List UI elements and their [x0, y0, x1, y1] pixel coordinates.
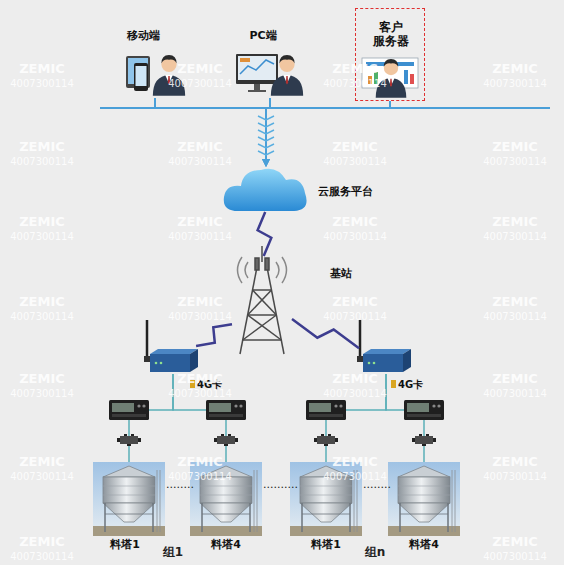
- pc-terminal: PC端: [232, 50, 308, 98]
- node-label: 料塔1: [105, 538, 145, 552]
- cloud-platform: 云服务平台: [224, 166, 308, 212]
- node-label: 料塔1: [306, 538, 346, 552]
- watermark-text: ZEMIC: [160, 140, 240, 154]
- wireless-link: [292, 319, 359, 348]
- junction-box: [117, 434, 141, 446]
- watermark-text: 4007300114: [2, 470, 82, 484]
- watermark-text: 4007300114: [2, 77, 82, 91]
- cloud-shape: [224, 169, 307, 211]
- watermark-text: ZEMIC: [315, 455, 395, 469]
- watermark-text: ZEMIC: [475, 295, 555, 309]
- watermark-text: ZEMIC: [2, 535, 82, 549]
- dtu-router: 4G卡: [359, 346, 413, 374]
- watermark-text: 4007300114: [315, 155, 395, 169]
- wireless-link: [196, 324, 232, 346]
- weighing-indicator: [206, 400, 246, 420]
- watermark-text: ZEMIC: [160, 455, 240, 469]
- watermark-text: ZEMIC: [315, 295, 395, 309]
- watermark-text: 4007300114: [2, 310, 82, 324]
- watermark-text: 4007300114: [160, 77, 240, 91]
- node-label: 4G卡: [398, 378, 432, 392]
- watermark-text: ZEMIC: [475, 62, 555, 76]
- watermark-text: 4007300114: [475, 310, 555, 324]
- node-label: 基站: [330, 267, 370, 281]
- node-label: 客户 服务器: [369, 20, 413, 48]
- watermark-text: ZEMIC: [2, 140, 82, 154]
- watermark-text: ZEMIC: [160, 62, 240, 76]
- node-label: 移动端: [113, 29, 173, 43]
- silo-image: [388, 462, 460, 536]
- watermark-text: 4007300114: [475, 387, 555, 401]
- watermark-text: 4007300114: [315, 310, 395, 324]
- watermark-text: ZEMIC: [315, 62, 395, 76]
- watermark-text: ZEMIC: [475, 535, 555, 549]
- group-label: 组1: [158, 545, 188, 559]
- node-label: PC端: [233, 29, 293, 43]
- watermark-text: 4007300114: [2, 155, 82, 169]
- weighing-indicator: [109, 400, 149, 420]
- watermark-text: ZEMIC: [160, 215, 240, 229]
- mobile-devices: [126, 55, 185, 96]
- watermark-text: 4007300114: [160, 230, 240, 244]
- ellipsis-dots: ..........: [263, 478, 293, 492]
- watermark-text: 4007300114: [315, 387, 395, 401]
- tower-symbol: [238, 246, 287, 354]
- junction-box: [412, 434, 436, 446]
- watermark-text: 4007300114: [160, 310, 240, 324]
- watermark-text: ZEMIC: [315, 140, 395, 154]
- weighing-indicator: [306, 400, 346, 420]
- network-link: [155, 98, 266, 166]
- silo-node: 料塔4: [388, 462, 460, 536]
- watermark-text: ZEMIC: [475, 140, 555, 154]
- watermark-text: 4007300114: [160, 387, 240, 401]
- watermark-text: 4007300114: [2, 230, 82, 244]
- watermark-text: ZEMIC: [475, 455, 555, 469]
- watermark-text: ZEMIC: [160, 295, 240, 309]
- watermark-text: 4007300114: [475, 230, 555, 244]
- watermark-text: 4007300114: [2, 387, 82, 401]
- watermark-text: 4007300114: [160, 470, 240, 484]
- watermark-text: ZEMIC: [2, 295, 82, 309]
- watermark-text: 4007300114: [475, 155, 555, 169]
- watermark-text: ZEMIC: [475, 372, 555, 386]
- node-label: 云服务平台: [318, 185, 398, 199]
- group-label: 组n: [360, 545, 390, 559]
- silo-node: 料塔1: [93, 462, 165, 536]
- watermark-text: ZEMIC: [2, 455, 82, 469]
- watermark-text: ZEMIC: [160, 372, 240, 386]
- silo-image: [93, 462, 165, 536]
- pc-monitor: [236, 54, 303, 96]
- watermark-text: 4007300114: [315, 470, 395, 484]
- junction-box: [214, 434, 238, 446]
- watermark-text: 4007300114: [475, 550, 555, 564]
- wireless-link: [258, 212, 272, 256]
- flow-chevrons: [258, 116, 274, 155]
- watermark-text: ZEMIC: [475, 215, 555, 229]
- watermark-text: 4007300114: [2, 550, 82, 564]
- node-label: 料塔4: [404, 538, 444, 552]
- dtu-router: 4G卡: [146, 346, 200, 374]
- base-station: 基站: [232, 256, 292, 356]
- watermark-text: 4007300114: [475, 77, 555, 91]
- node-label: 料塔4: [206, 538, 246, 552]
- watermark-text: 4007300114: [315, 230, 395, 244]
- watermark-text: ZEMIC: [2, 62, 82, 76]
- watermark-text: 4007300114: [160, 155, 240, 169]
- watermark-text: ZEMIC: [2, 372, 82, 386]
- watermark-text: 4007300114: [475, 470, 555, 484]
- watermark-text: ZEMIC: [2, 215, 82, 229]
- watermark-text: ZEMIC: [315, 372, 395, 386]
- watermark-text: ZEMIC: [315, 215, 395, 229]
- weighing-indicator: [404, 400, 444, 420]
- junction-box: [314, 434, 338, 446]
- watermark-text: 4007300114: [315, 77, 395, 91]
